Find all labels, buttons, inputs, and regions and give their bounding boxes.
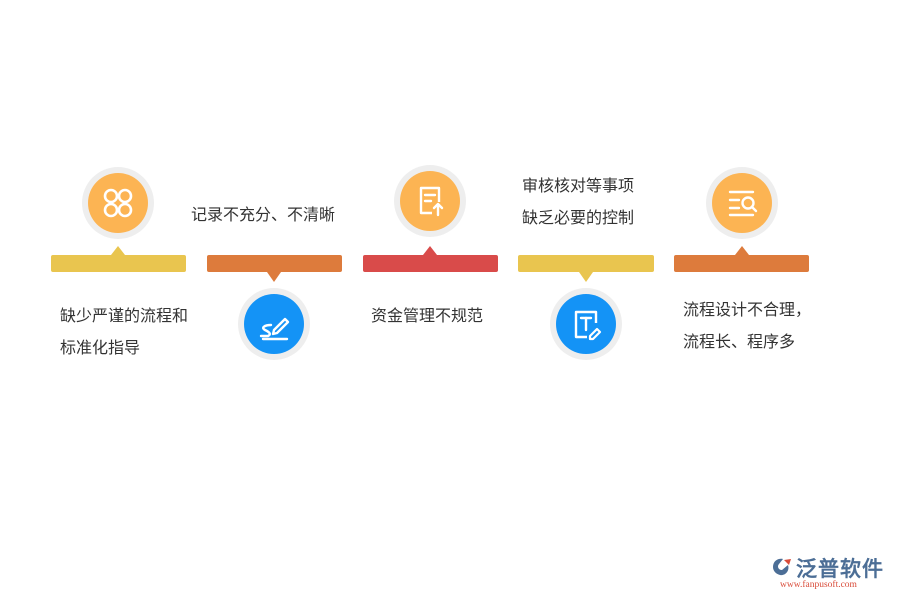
fanpu-logo-mark-icon: [773, 558, 791, 576]
step-5-text-line-2: 流程长、程序多: [683, 332, 796, 351]
step-4-text-line-2: 缺乏必要的控制: [522, 208, 635, 227]
pen-swirl-icon: [259, 317, 290, 341]
step-5-pointer: [735, 246, 749, 255]
fanpu-logo: 泛普软件 www.fanpusoft.com: [770, 553, 895, 597]
step-1-text-line-1: 缺少严谨的流程和: [60, 306, 189, 325]
step-3-text: 资金管理不规范: [371, 300, 483, 332]
step-4-pointer: [579, 272, 593, 282]
logo-url: www.fanpusoft.com: [780, 580, 857, 590]
step-4-icon-ring: [550, 288, 622, 360]
step-3-pointer: [423, 246, 437, 255]
text-edit-icon: [574, 310, 602, 341]
grid-four-circles-icon: [103, 188, 133, 218]
step-4-bar: [518, 255, 654, 272]
step-2-bar: [207, 255, 342, 272]
step-1-text-line-2: 标准化指导: [60, 338, 141, 357]
step-5-text: 流程设计不合理， 流程长、程序多: [683, 294, 811, 358]
step-4-icon-circle: [556, 294, 616, 354]
step-5-icon-circle: [712, 173, 772, 233]
step-2-icon-circle: [244, 294, 304, 354]
step-2-pointer: [267, 272, 281, 282]
step-1-icon-circle: [88, 173, 148, 233]
step-3-icon-ring: [394, 165, 466, 237]
step-3-text-line-1: 资金管理不规范: [371, 306, 484, 325]
list-search-icon: [728, 190, 758, 217]
step-1-bar: [51, 255, 186, 272]
step-3-icon-circle: [400, 171, 460, 231]
step-2-text: 记录不充分、不清晰: [191, 199, 335, 231]
step-5-icon-ring: [706, 167, 778, 239]
step-5-text-line-1: 流程设计不合理，: [683, 300, 812, 319]
step-2-icon-ring: [238, 288, 310, 360]
step-5-bar: [674, 255, 809, 272]
step-1-icon-ring: [82, 167, 154, 239]
step-4-text-line-1: 审核核对等事项: [522, 176, 635, 195]
step-3-bar: [363, 255, 498, 272]
step-1-pointer: [111, 246, 125, 255]
step-2-text-line-1: 记录不充分、不清晰: [191, 205, 336, 224]
logo-name: 泛普软件: [796, 557, 884, 581]
step-4-text: 审核核对等事项 缺乏必要的控制: [522, 170, 634, 234]
step-1-text: 缺少严谨的流程和 标准化指导: [60, 300, 188, 364]
document-upload-icon: [419, 186, 444, 217]
